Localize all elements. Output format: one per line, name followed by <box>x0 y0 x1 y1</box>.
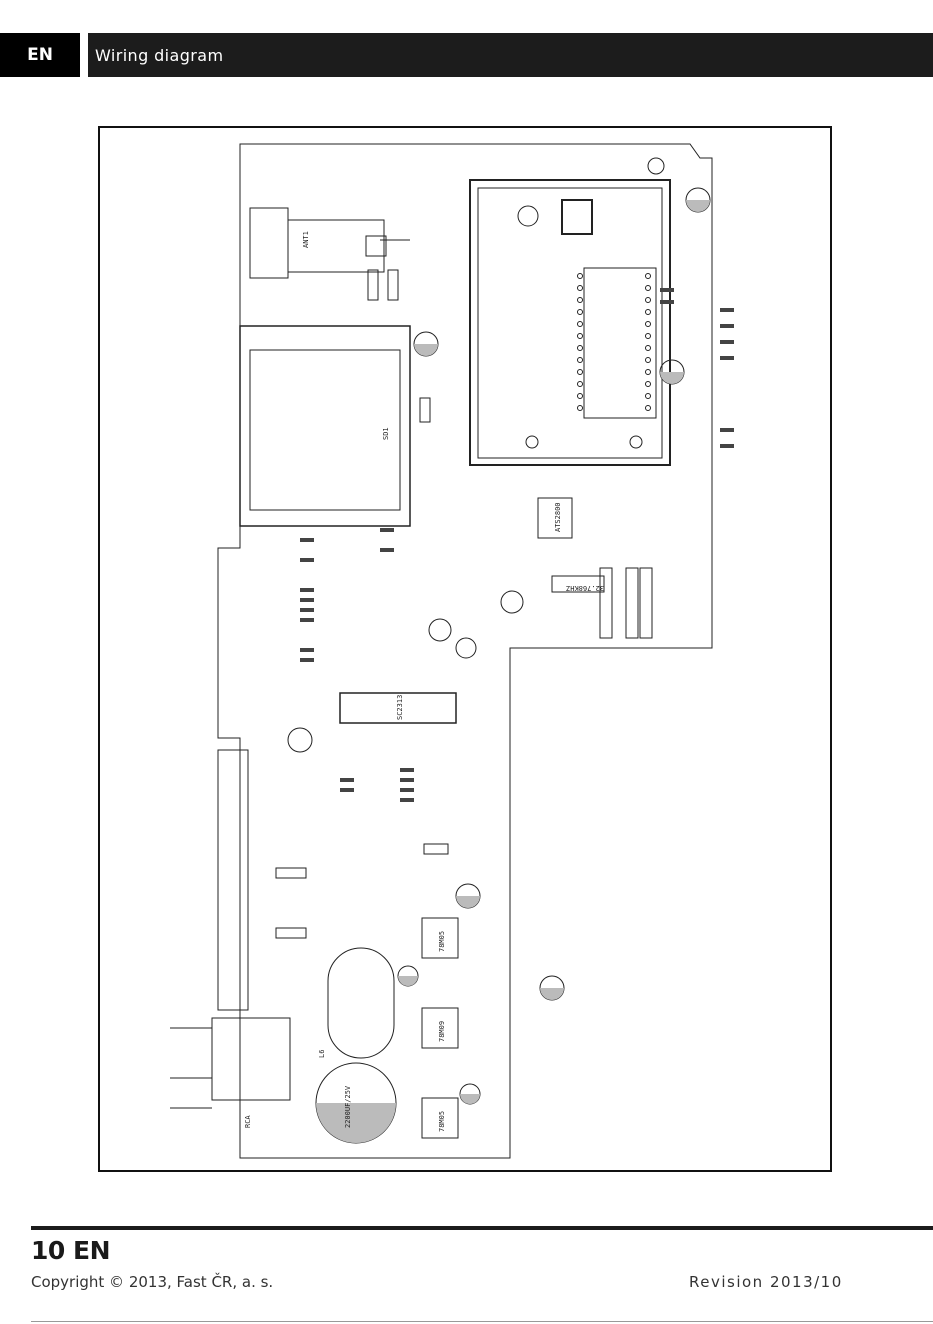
copyright-text: Copyright © 2013, Fast ČR, a. s. <box>31 1273 273 1291</box>
label-ant: ANT1 <box>302 231 310 248</box>
label-u3: ATS2800 <box>554 502 562 532</box>
header-bar: EN Wiring diagram <box>0 33 933 77</box>
label-l6: L6 <box>318 1050 326 1058</box>
antenna-connector <box>250 208 288 278</box>
inductor-l6 <box>328 948 394 1058</box>
label-rca: RCA <box>244 1115 252 1128</box>
revision-text: Revision 2013/10 <box>689 1273 843 1291</box>
header-divider <box>80 33 88 77</box>
label-sd: SD1 <box>382 427 390 440</box>
tuner-module <box>470 180 670 465</box>
page-number: 10 EN <box>31 1236 110 1265</box>
pcb-layout-drawing: ANT1 SD1 SC2313 ATS2800 78M05 78M09 78M0… <box>100 128 830 1170</box>
pcb-outline <box>218 144 712 1158</box>
label-ec20: 2200UF/25V <box>344 1085 352 1128</box>
rca-connector <box>212 1018 290 1100</box>
side-connector <box>218 750 248 1010</box>
footer-rule <box>31 1226 933 1230</box>
page-title: Wiring diagram <box>95 33 223 77</box>
language-tab: EN <box>0 33 80 77</box>
sd-card-slot <box>240 326 410 526</box>
label-x2: 32.768KHZ <box>566 584 604 592</box>
label-u5: 78M05 <box>438 931 446 952</box>
label-u8: 78M05 <box>438 1111 446 1132</box>
label-u1: SC2313 <box>396 695 404 720</box>
bottom-rule <box>31 1321 933 1322</box>
label-u7: 78M09 <box>438 1021 446 1042</box>
wiring-diagram: ANT1 SD1 SC2313 ATS2800 78M05 78M09 78M0… <box>98 126 832 1172</box>
